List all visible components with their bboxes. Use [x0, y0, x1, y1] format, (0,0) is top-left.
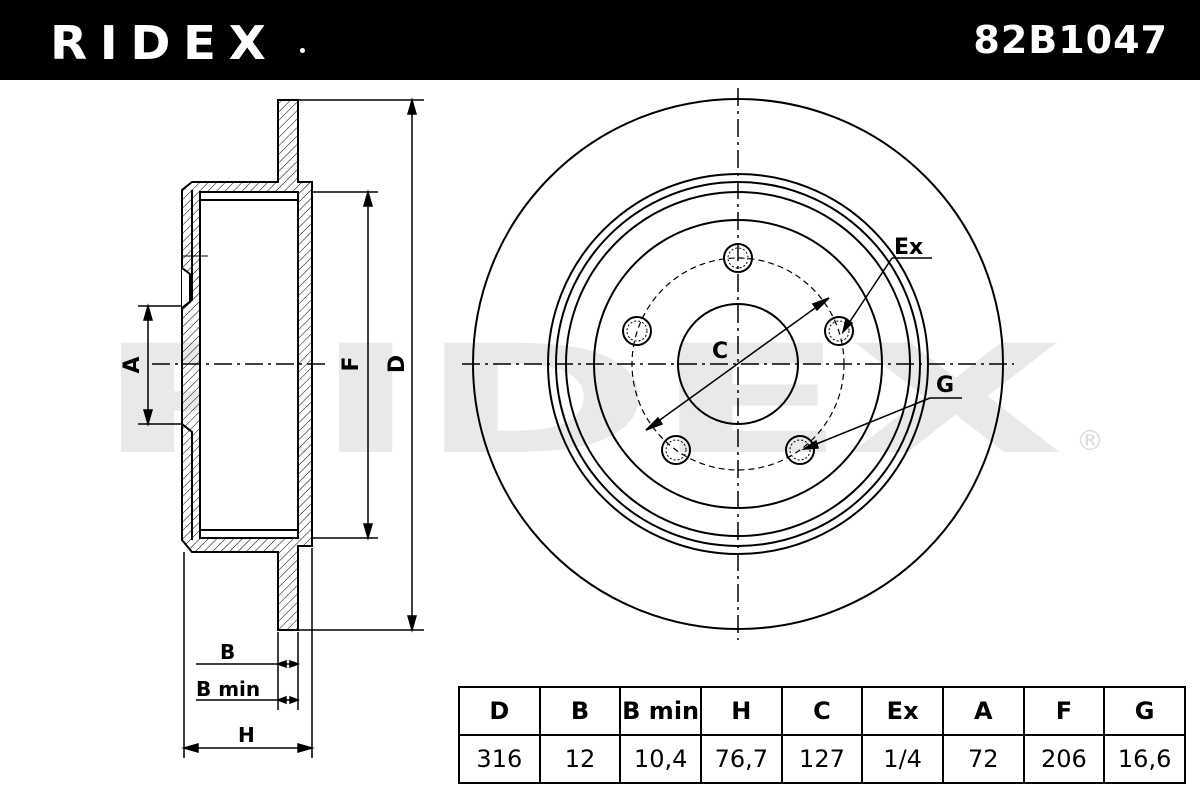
- spec-header-A: A: [941, 686, 1025, 736]
- dimension-D: [298, 97, 424, 633]
- side-view: [181, 99, 313, 631]
- brand-logo: RIDEX: [50, 16, 279, 70]
- spec-value-D: 316: [458, 734, 541, 784]
- label-G: G: [936, 373, 954, 398]
- brand-logo-dot: [300, 48, 305, 53]
- spec-value-H: 76,7: [699, 734, 783, 784]
- spec-header-Ex: Ex: [861, 686, 944, 736]
- label-H: H: [238, 723, 255, 747]
- spec-header-B-min: B min: [619, 686, 702, 736]
- label-A: A: [120, 356, 145, 373]
- label-B: B: [220, 640, 235, 664]
- spec-header-F: F: [1022, 686, 1106, 736]
- dimension-B-H: [181, 548, 315, 758]
- label-Ex: Ex: [894, 235, 923, 260]
- spec-header-C: C: [780, 686, 864, 736]
- label-C: C: [712, 339, 728, 364]
- label-D: D: [385, 355, 410, 373]
- label-B-min: B min: [196, 677, 260, 701]
- spec-header-H: H: [699, 686, 783, 736]
- spec-header-G: G: [1103, 686, 1186, 736]
- dimension-Ex: [841, 257, 932, 335]
- spec-header-D: D: [458, 686, 541, 736]
- dimension-C: [645, 297, 830, 431]
- spec-table: D B B min H C Ex A F G 316 12 10,4 76,7 …: [458, 686, 1186, 784]
- header-bar: RIDEX 82B1047: [0, 0, 1200, 80]
- spec-value-B: 12: [538, 734, 622, 784]
- spec-table-header-row: D B B min H C Ex A F G: [458, 686, 1186, 736]
- spec-value-B-min: 10,4: [619, 734, 702, 784]
- spec-value-G: 16,6: [1103, 734, 1186, 784]
- spec-header-B: B: [538, 686, 622, 736]
- watermark-registered-mark: ®: [1076, 424, 1104, 457]
- bolt-hole-bottom-left: [661, 435, 691, 465]
- side-view-hat-inner: [199, 191, 299, 539]
- dimension-F: [312, 189, 378, 541]
- spec-value-Ex: 1/4: [861, 734, 944, 784]
- spec-table-value-row: 316 12 10,4 76,7 127 1/4 72 206 16,6: [458, 734, 1186, 784]
- spec-value-C: 127: [780, 734, 864, 784]
- part-number: 82B1047: [973, 18, 1168, 62]
- dimension-A: [138, 303, 182, 427]
- bolt-hole-bottom-right: [785, 435, 815, 465]
- spec-value-F: 206: [1022, 734, 1106, 784]
- dimension-G: [801, 397, 962, 450]
- bolt-hole-right: [824, 316, 854, 346]
- spec-value-A: 72: [941, 734, 1025, 784]
- label-F: F: [339, 356, 364, 371]
- bolt-hole-left: [622, 316, 652, 346]
